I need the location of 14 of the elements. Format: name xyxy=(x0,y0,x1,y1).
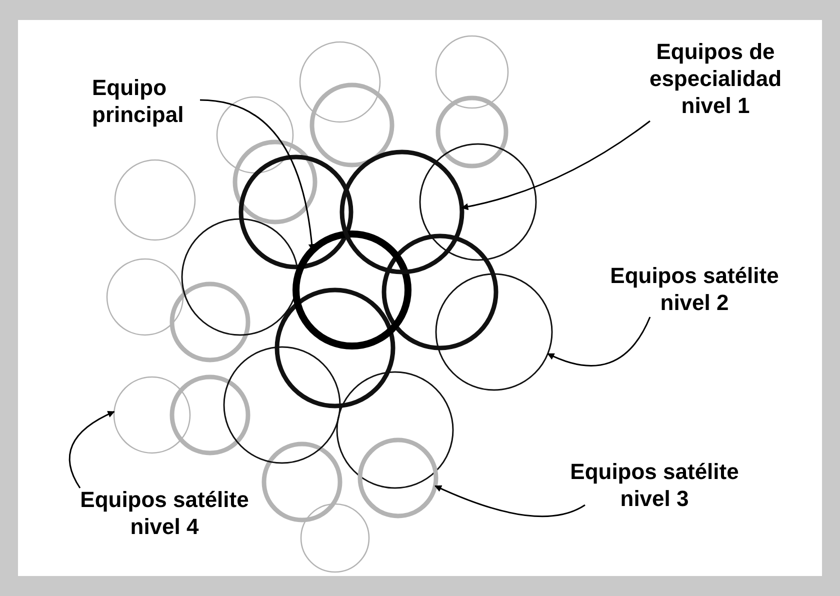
callout-label: Equipos de especialidad nivel 1 xyxy=(628,38,803,119)
team-circle xyxy=(292,230,412,350)
team-circle xyxy=(358,438,438,518)
team-circle xyxy=(340,150,464,274)
callout-label: Equipo principal xyxy=(92,74,222,128)
team-circle xyxy=(435,273,553,391)
callout-label: Equipos satélite nivel 4 xyxy=(62,486,267,540)
callout-label: Equipos satélite nivel 2 xyxy=(592,262,797,316)
curved-arrow xyxy=(461,120,650,210)
callout-label: Equipos satélite nivel 3 xyxy=(552,458,757,512)
curved-arrow xyxy=(68,411,115,488)
curved-arrow xyxy=(434,485,586,518)
team-circle xyxy=(113,376,191,454)
curved-arrow xyxy=(547,316,651,366)
